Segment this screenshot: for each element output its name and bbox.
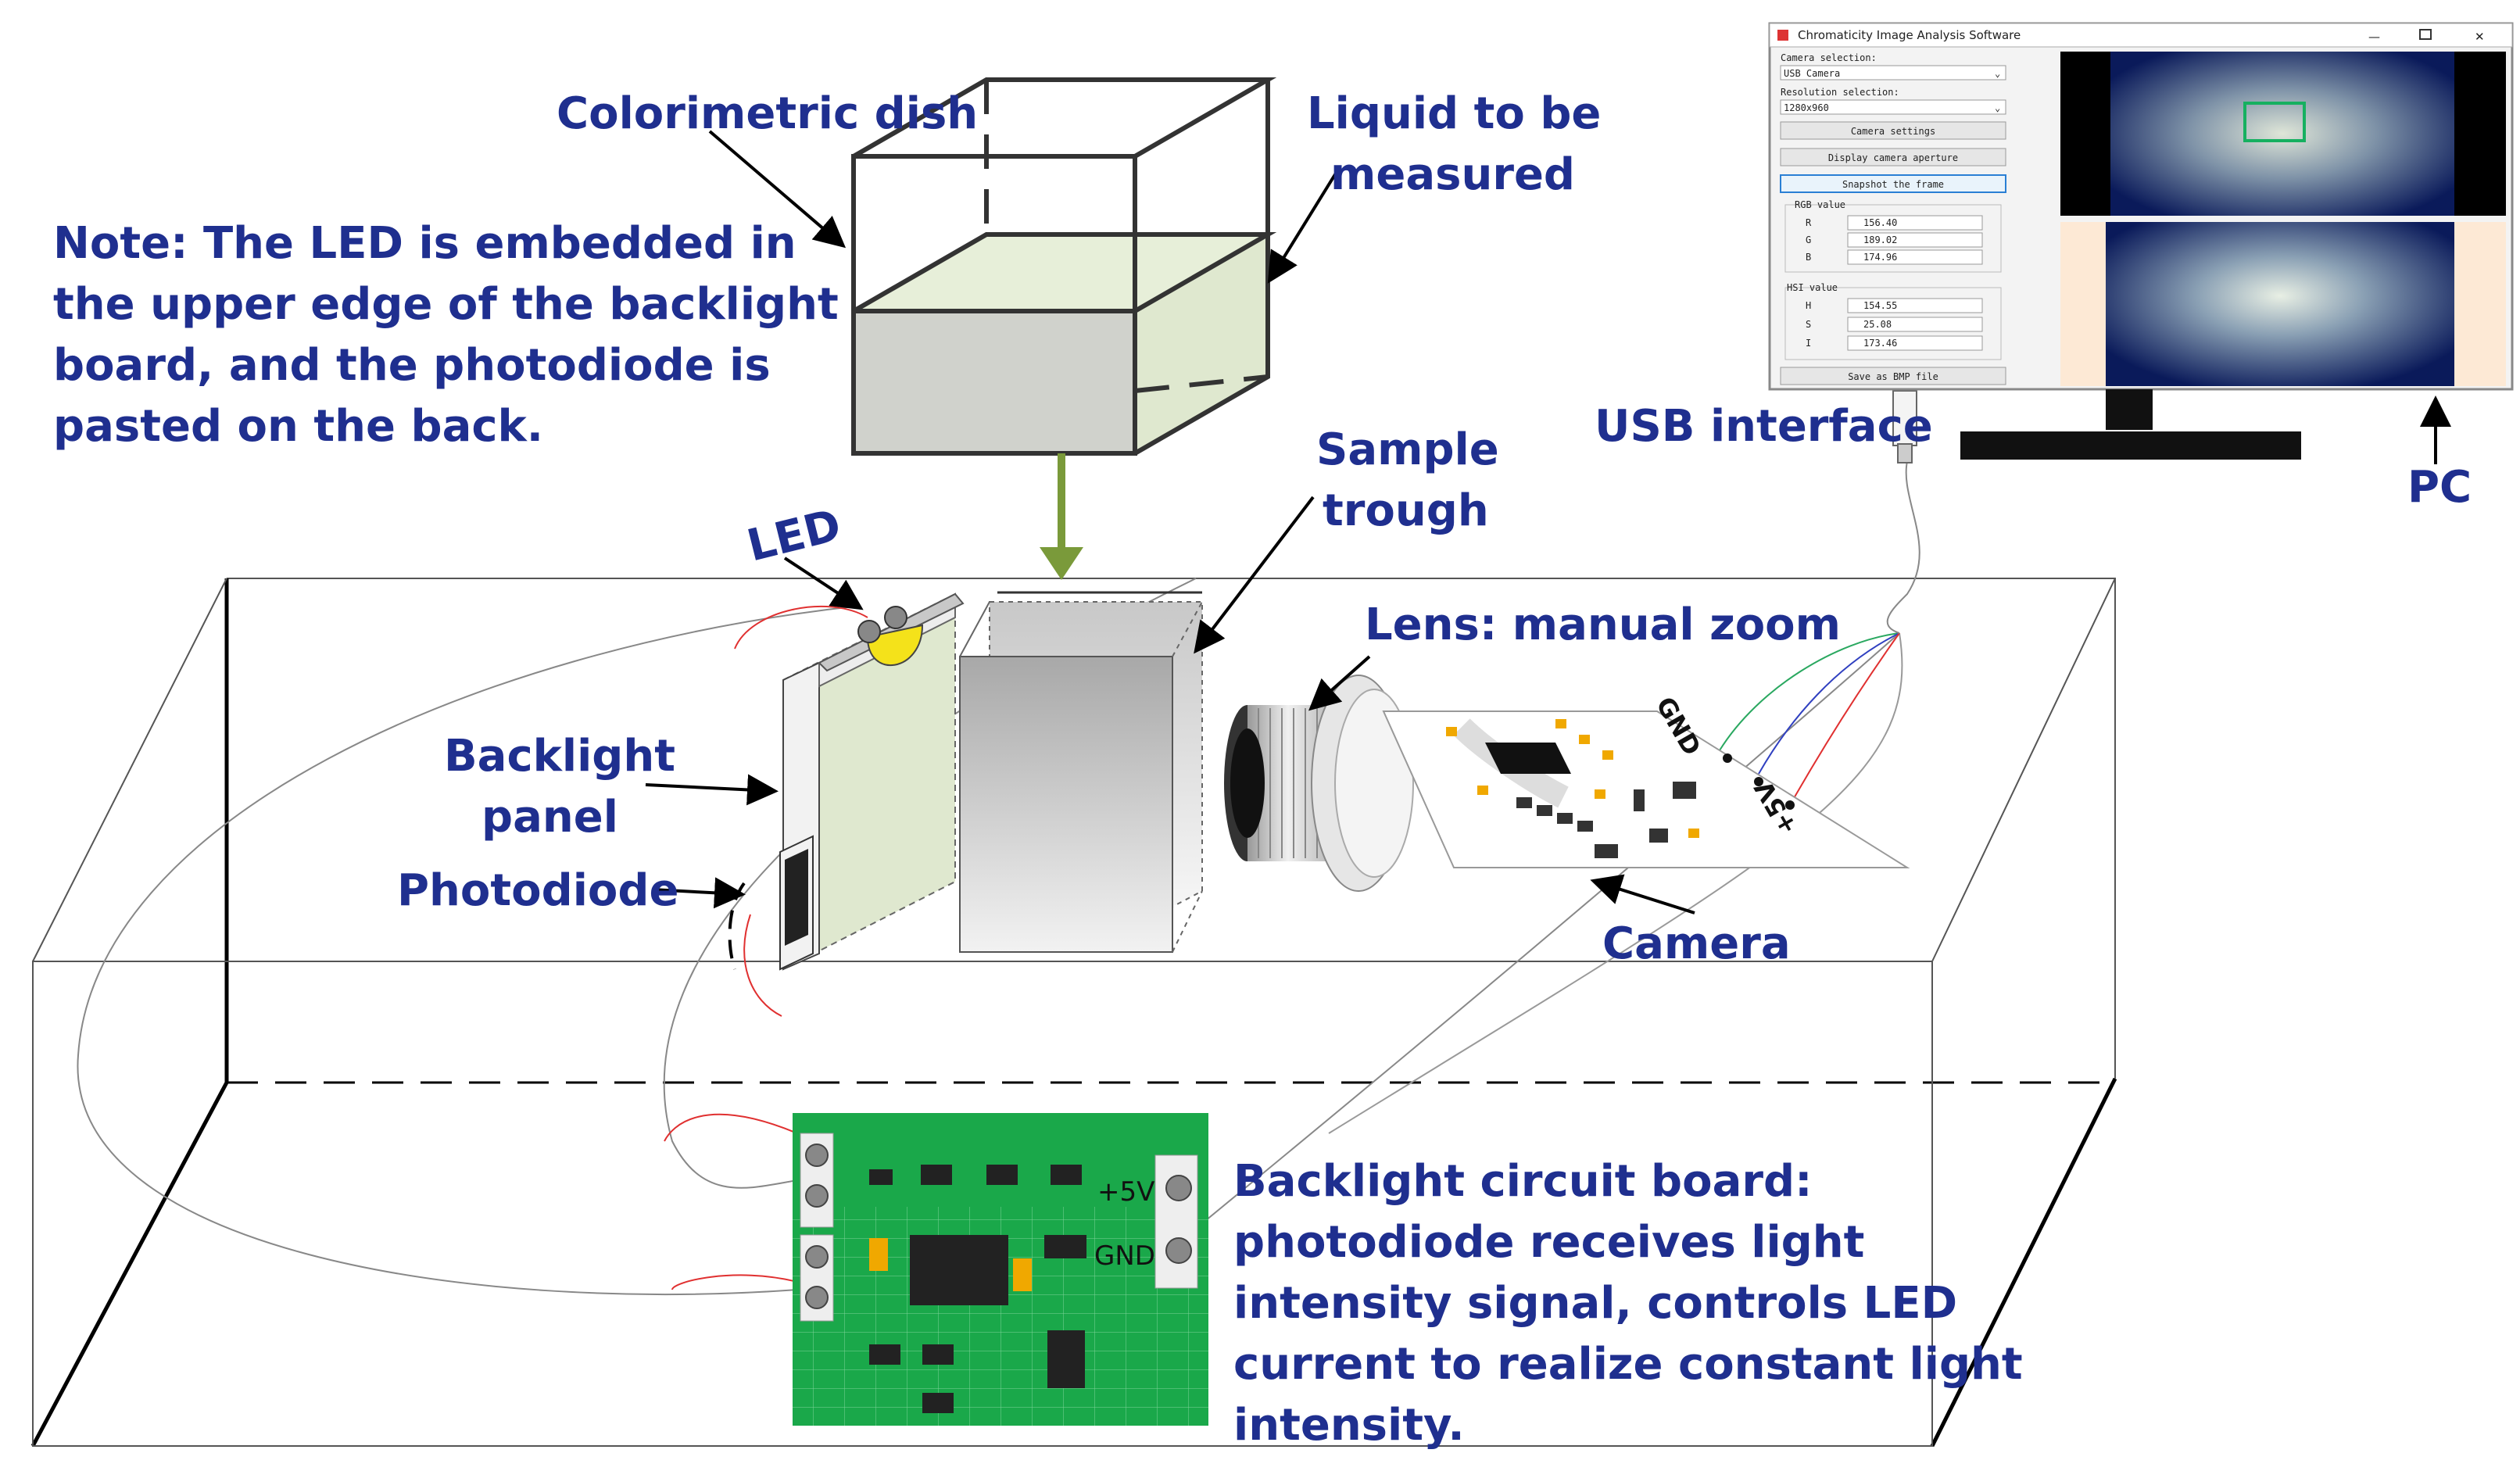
label-circuit-line3: intensity signal, controls LED	[1233, 1278, 1957, 1329]
rgb-r-name: R	[1806, 217, 1812, 228]
label-note-line1: Note: The LED is embedded in	[53, 218, 796, 269]
camera-selection-dropdown[interactable]	[1780, 65, 2006, 81]
hsi-label: HSI value	[1787, 282, 1838, 293]
hsi-i-name: I	[1806, 338, 1811, 349]
maximize-icon[interactable]	[2419, 29, 2432, 40]
backlight-circuit-board: +5V GND	[793, 1113, 1208, 1426]
resolution-value: 1280x960	[1784, 102, 1829, 113]
label-note-line4: pasted on the back.	[53, 401, 543, 452]
rgb-label: RGB value	[1795, 199, 1845, 210]
rgb-g-name: G	[1806, 234, 1811, 245]
usb-connector	[1892, 390, 1917, 463]
labels: Colorimetric dish Liquid to be measured …	[53, 88, 2472, 1451]
label-circuit-line2: photodiode receives light	[1233, 1217, 1864, 1268]
save-bmp-label: Save as BMP file	[1848, 371, 1938, 382]
hsi-i-field[interactable]	[1847, 335, 1983, 351]
resolution-label: Resolution selection:	[1781, 87, 1899, 98]
hsi-h-value: 154.55	[1863, 300, 1897, 311]
snapshot-label: Snapshot the frame	[1842, 179, 1944, 190]
label-note-line2: the upper edge of the backlight	[53, 279, 839, 330]
software-window: Chromaticity Image Analysis Software — ✕…	[1769, 23, 2513, 386]
chevron-down-icon: ⌄	[1995, 102, 2000, 113]
hsi-i-value: 173.46	[1863, 338, 1897, 349]
snapshot-button[interactable]	[1780, 174, 2006, 193]
label-backlight-panel-line1: Backlight	[444, 731, 675, 782]
rgb-r-field[interactable]	[1847, 215, 1983, 231]
label-note-line3: board, and the photodiode is	[53, 340, 771, 391]
camera-board: GND +5V	[1382, 692, 1910, 868]
rgb-r-value: 156.40	[1863, 217, 1897, 228]
save-bmp-button[interactable]	[1780, 367, 2006, 385]
housing-box	[30, 578, 2117, 1448]
rgb-group	[1784, 204, 2002, 273]
hsi-group	[1784, 287, 2002, 360]
label-photodiode: Photodiode	[397, 865, 678, 916]
camera-selection-value: USB Camera	[1784, 68, 1840, 79]
label-sample-trough-line1: Sample	[1316, 424, 1499, 475]
aperture-box	[2243, 102, 2306, 142]
close-icon[interactable]: ✕	[2475, 30, 2485, 44]
circuit-gnd-label: GND	[1094, 1240, 1155, 1272]
hsi-s-value: 25.08	[1863, 319, 1892, 330]
rgb-b-name: B	[1806, 252, 1811, 263]
chevron-down-icon: ⌄	[1995, 68, 2000, 79]
rgb-b-value: 174.96	[1863, 252, 1897, 263]
hsi-h-name: H	[1806, 300, 1811, 311]
insert-arrow	[1040, 453, 1083, 580]
display-aperture-button[interactable]	[1780, 148, 2006, 166]
rgb-b-field[interactable]	[1847, 249, 1983, 265]
colorimetric-dish	[851, 77, 1277, 456]
label-circuit-line5: intensity.	[1233, 1400, 1465, 1451]
label-liquid-line1: Liquid to be	[1307, 88, 1601, 139]
label-backlight-panel-line2: panel	[481, 792, 618, 843]
software-title: Chromaticity Image Analysis Software	[1798, 28, 2021, 42]
label-pc: PC	[2407, 462, 2472, 513]
hsi-s-name: S	[1806, 319, 1811, 330]
photodiode	[728, 835, 814, 971]
resolution-dropdown[interactable]	[1780, 99, 2006, 115]
label-usb-interface: USB interface	[1595, 401, 1933, 452]
label-led: LED	[743, 499, 847, 571]
label-lens: Lens: manual zoom	[1365, 599, 1841, 650]
label-liquid-line2: measured	[1330, 149, 1575, 200]
display-aperture-label: Display camera aperture	[1828, 152, 1958, 163]
sample-trough	[959, 591, 1203, 953]
camera-settings-label: Camera settings	[1851, 126, 1935, 137]
camera-settings-button[interactable]	[1780, 121, 2006, 140]
hsi-h-field[interactable]	[1847, 298, 1983, 313]
label-camera: Camera	[1602, 918, 1791, 969]
pointer-arrows	[645, 130, 2451, 914]
rgb-g-field[interactable]	[1847, 232, 1983, 248]
lens	[1224, 675, 1414, 892]
hsi-s-field[interactable]	[1847, 317, 1983, 332]
label-colorimetric-dish: Colorimetric dish	[557, 88, 978, 139]
circuit-5v-label: +5V	[1097, 1176, 1154, 1208]
label-circuit-line1: Backlight circuit board:	[1233, 1156, 1813, 1207]
camera-selection-label: Camera selection:	[1781, 52, 1877, 63]
label-sample-trough-line2: trough	[1323, 485, 1489, 536]
rgb-g-value: 189.02	[1863, 234, 1897, 245]
minimize-icon[interactable]: —	[2368, 30, 2380, 44]
label-circuit-line4: current to realize constant light	[1233, 1339, 2023, 1390]
